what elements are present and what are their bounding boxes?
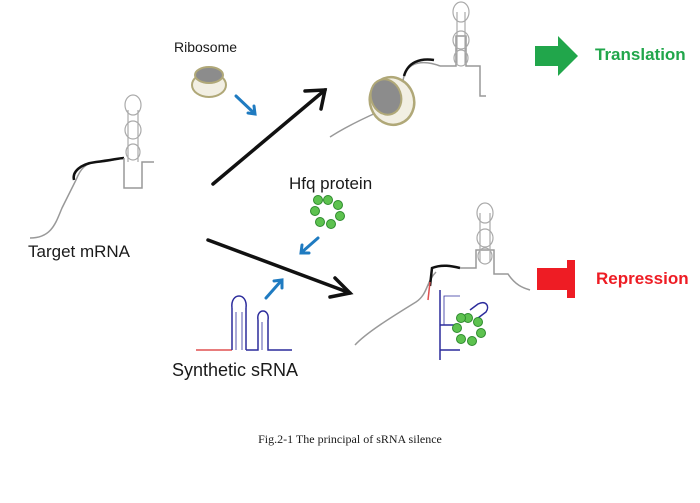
hfq-protein-label: Hfq protein [289,174,373,193]
ribosome-icon [191,66,227,98]
synthetic-srna-label: Synthetic sRNA [172,360,299,380]
big-black-arrows [206,88,354,299]
repression-complex [354,202,531,360]
synthetic-srna-structure [196,295,292,351]
hfq-protein-icon [310,195,345,229]
translation-complex [329,1,486,138]
repression-block-icon [537,260,575,298]
ribosome-label: Ribosome [174,39,238,55]
figure-caption: Fig.2-1 The principal of sRNA silence [258,432,442,446]
target-mrna-structure [29,94,154,239]
translation-arrow-icon [535,36,578,76]
hfq-bound-icon [452,313,486,346]
repression-label: Repression [596,269,689,288]
translation-label: Translation [595,45,686,64]
target-mrna-label: Target mRNA [28,242,131,261]
small-blue-arrows [234,94,320,300]
